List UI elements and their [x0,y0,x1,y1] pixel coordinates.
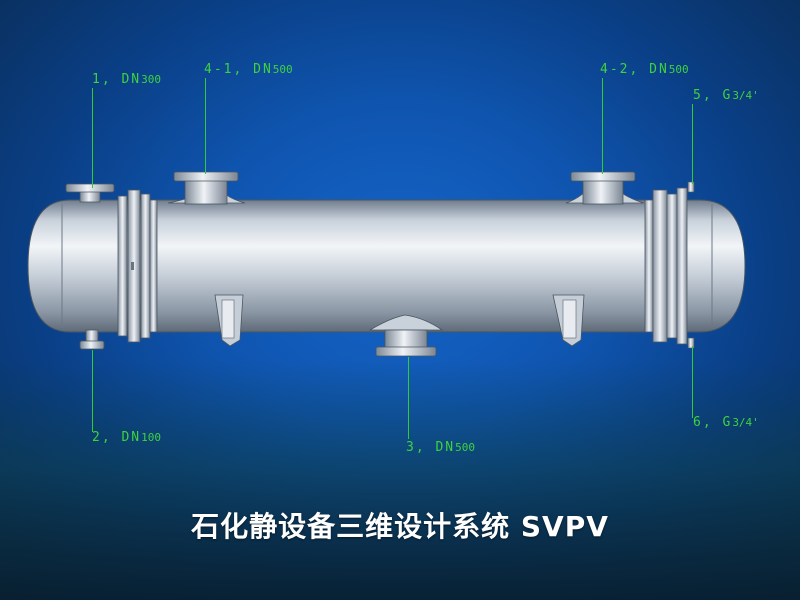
nozzle-label-3: 3, DN500 [406,440,476,455]
leader-line-2 [92,350,93,432]
nozzle-4-2 [565,171,645,205]
leader-line-4-2 [602,78,603,174]
nozzle-label-2: 2, DN100 [92,430,162,445]
nozzle-6 [687,337,695,349]
saddle-support-left [214,294,244,347]
nozzle-4-1 [167,171,246,205]
leader-line-1 [92,88,93,188]
saddle-support-right [552,294,585,347]
leader-line-6 [692,346,693,418]
nozzle-label-6: 6, G3/4' [693,415,759,430]
nozzle-3 [368,314,444,357]
leader-line-4-1 [205,78,206,174]
nozzle-label-1: 1, DN300 [92,72,162,87]
nozzle-label-5: 5, G3/4' [693,88,759,103]
nozzle-2 [79,329,105,350]
nozzle-5 [687,181,695,193]
right-body-flange [644,187,688,345]
left-body-flange [117,189,158,343]
leader-line-5 [692,104,693,184]
nozzle-1 [65,183,115,203]
nozzle-label-4-1: 4-1, DN500 [204,62,293,77]
page-title: 石化静设备三维设计系统 SVPV [191,510,609,543]
background-gradient [0,360,800,600]
leader-line-3 [408,357,409,439]
nozzle-label-4-2: 4-2, DN500 [600,62,689,77]
